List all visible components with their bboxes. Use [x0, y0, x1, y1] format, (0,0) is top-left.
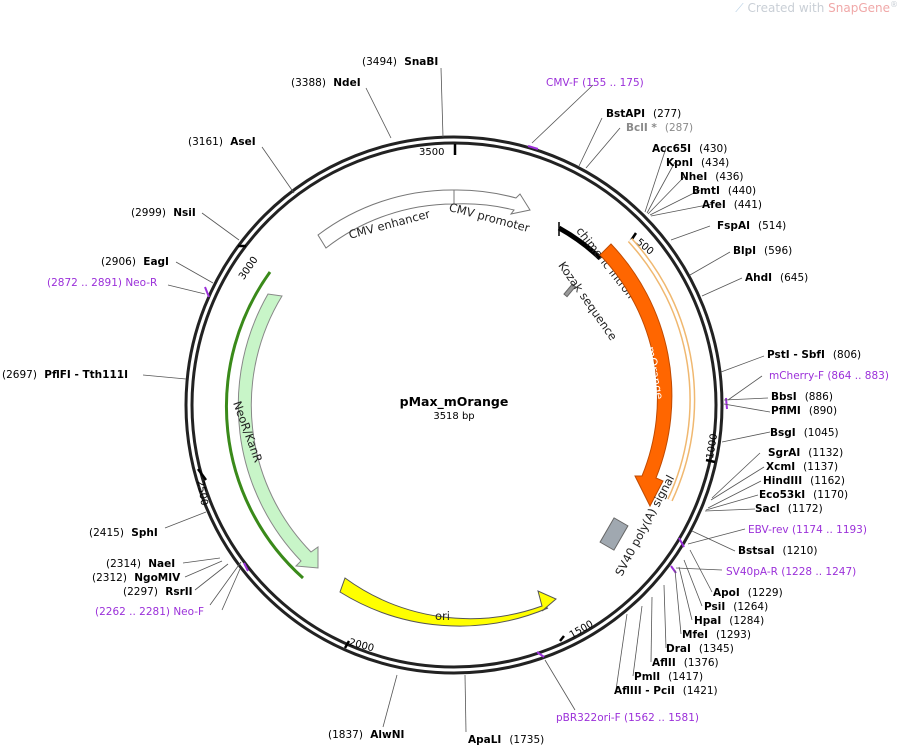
morange-outline-inner [628, 238, 694, 501]
plasmid-length: 3518 bp [433, 411, 474, 422]
enzyme-hindiii[interactable]: HindIII(1162) [763, 475, 845, 487]
primer-ebv-rev[interactable]: EBV-rev (1174 .. 1193) [748, 524, 867, 536]
watermark-brand: SnapGene [828, 1, 890, 15]
enzyme-aflii[interactable]: AflII(1376) [652, 657, 719, 669]
enzyme-ndei[interactable]: (3388) NdeI [291, 77, 361, 89]
enzyme-snabi[interactable]: (3494) SnaBI [362, 56, 438, 68]
enzyme-asei[interactable]: (3161) AseI [188, 136, 256, 148]
enzyme-ngomiv[interactable]: (2312) NgoMIV [92, 572, 181, 584]
primer-sv40pa-r[interactable]: SV40pA-R (1228 .. 1247) [726, 566, 856, 578]
enzyme-rsrii[interactable]: (2297) RsrII [123, 586, 193, 598]
cmv-promoter-arrow[interactable] [453, 189, 531, 215]
enzyme-blpi[interactable]: BlpI(596) [733, 245, 792, 257]
primer-pbr322ori-f[interactable]: pBR322ori-F (1562 .. 1581) [556, 712, 699, 724]
enzyme-eco53ki[interactable]: Eco53kI(1170) [759, 489, 848, 501]
enzyme-hpai[interactable]: HpaI(1284) [694, 615, 764, 627]
enzyme-alwni[interactable]: (1837) AlwNI [328, 729, 404, 741]
enzyme-pflfi-tth111i[interactable]: (2697) PflFI - Tth111I [2, 369, 128, 381]
enzyme-apoi[interactable]: ApoI(1229) [713, 587, 783, 599]
enzyme-nhei[interactable]: NheI(436) [680, 171, 744, 183]
ori-arrow[interactable] [339, 577, 557, 627]
enzyme-apali[interactable]: ApaLI(1735) [468, 734, 544, 746]
enzyme-psii[interactable]: PsiI(1264) [704, 601, 768, 613]
enzyme-leaders [142, 67, 771, 733]
enzyme-nsii[interactable]: (2999) NsiI [131, 207, 196, 219]
chimeric-intron-bar[interactable] [557, 225, 602, 260]
morange-arrow[interactable] [599, 243, 673, 508]
primer-neo-r[interactable]: (2872 .. 2891) Neo-R [47, 277, 157, 289]
tick-label-1500: 1500 [568, 619, 596, 641]
watermark-reg: ® [890, 0, 898, 9]
backbone [184, 135, 724, 675]
enzyme-afei[interactable]: AfeI(441) [702, 199, 762, 211]
enzyme-acc65i[interactable]: Acc65I(430) [652, 143, 727, 155]
watermark-prefix: Created with [747, 1, 825, 15]
enzyme-psti-sbfi[interactable]: PstI - SbfI(806) [767, 349, 861, 361]
primer-cmv-f[interactable]: CMV-F (155 .. 175) [546, 77, 644, 89]
enzyme-drai[interactable]: DraI(1345) [666, 643, 734, 655]
enzyme-labels-left: (3494) SnaBI (3388) NdeI (3161) AseI (29… [2, 56, 438, 741]
primer-neo-f[interactable]: (2262 .. 2281) Neo-F [95, 606, 204, 618]
enzyme-afliii-pcii[interactable]: AflIII - PciI(1421) [614, 685, 718, 697]
snapgene-logo-icon: ⟋ [735, 1, 744, 15]
enzyme-naei[interactable]: (2314) NaeI [106, 558, 175, 570]
enzyme-bstapi[interactable]: BstAPI(277) [606, 108, 681, 120]
enzyme-bstsai[interactable]: BstsaI(1210) [738, 545, 817, 557]
enzyme-xcmi[interactable]: XcmI(1137) [766, 461, 838, 473]
neo-outline [225, 271, 305, 580]
kozak-box[interactable] [563, 283, 577, 298]
sv40-polya-box[interactable] [599, 517, 629, 551]
enzyme-mfei[interactable]: MfeI(1293) [682, 629, 751, 641]
snapgene-watermark: ⟋ Created with SnapGene® [735, 0, 898, 16]
primer-mcherry-f[interactable]: mCherry-F (864 .. 883) [769, 370, 889, 382]
tick-label-2500: 2500 [194, 479, 209, 506]
tick-label-1000: 1000 [705, 433, 720, 460]
ori-label: ori [435, 609, 450, 623]
primer-labels: CMV-F (155 .. 175) mCherry-F (864 .. 883… [47, 77, 889, 724]
enzyme-ahdi[interactable]: AhdI(645) [745, 272, 808, 284]
enzyme-bcli[interactable]: BclI *(287) [626, 122, 693, 134]
enzyme-labels-right: ApaLI(1735) BstAPI(277) BclI *(287) Acc6… [468, 108, 861, 746]
enzyme-pmli[interactable]: PmlI(1417) [634, 671, 703, 683]
enzyme-eagi[interactable]: (2906) EagI [101, 256, 169, 268]
enzyme-bsgi[interactable]: BsgI(1045) [770, 427, 839, 439]
enzyme-fspai[interactable]: FspAI(514) [717, 220, 786, 232]
enzyme-bbsi[interactable]: BbsI(886) [771, 391, 833, 403]
tick-label-3500: 3500 [419, 147, 444, 158]
plasmid-name: pMax_mOrange [400, 394, 509, 410]
neo-arrow[interactable] [237, 293, 319, 569]
enzyme-pflmi[interactable]: PflMI(890) [771, 405, 837, 417]
enzyme-kpni[interactable]: KpnI(434) [666, 157, 729, 169]
enzyme-saci[interactable]: SacI(1172) [755, 503, 823, 515]
tick-label-3000: 3000 [237, 255, 261, 282]
enzyme-bmti[interactable]: BmtI(440) [692, 185, 756, 197]
enzyme-sphi[interactable]: (2415) SphI [89, 527, 158, 539]
enzyme-sgrai[interactable]: SgrAI(1132) [768, 447, 843, 459]
